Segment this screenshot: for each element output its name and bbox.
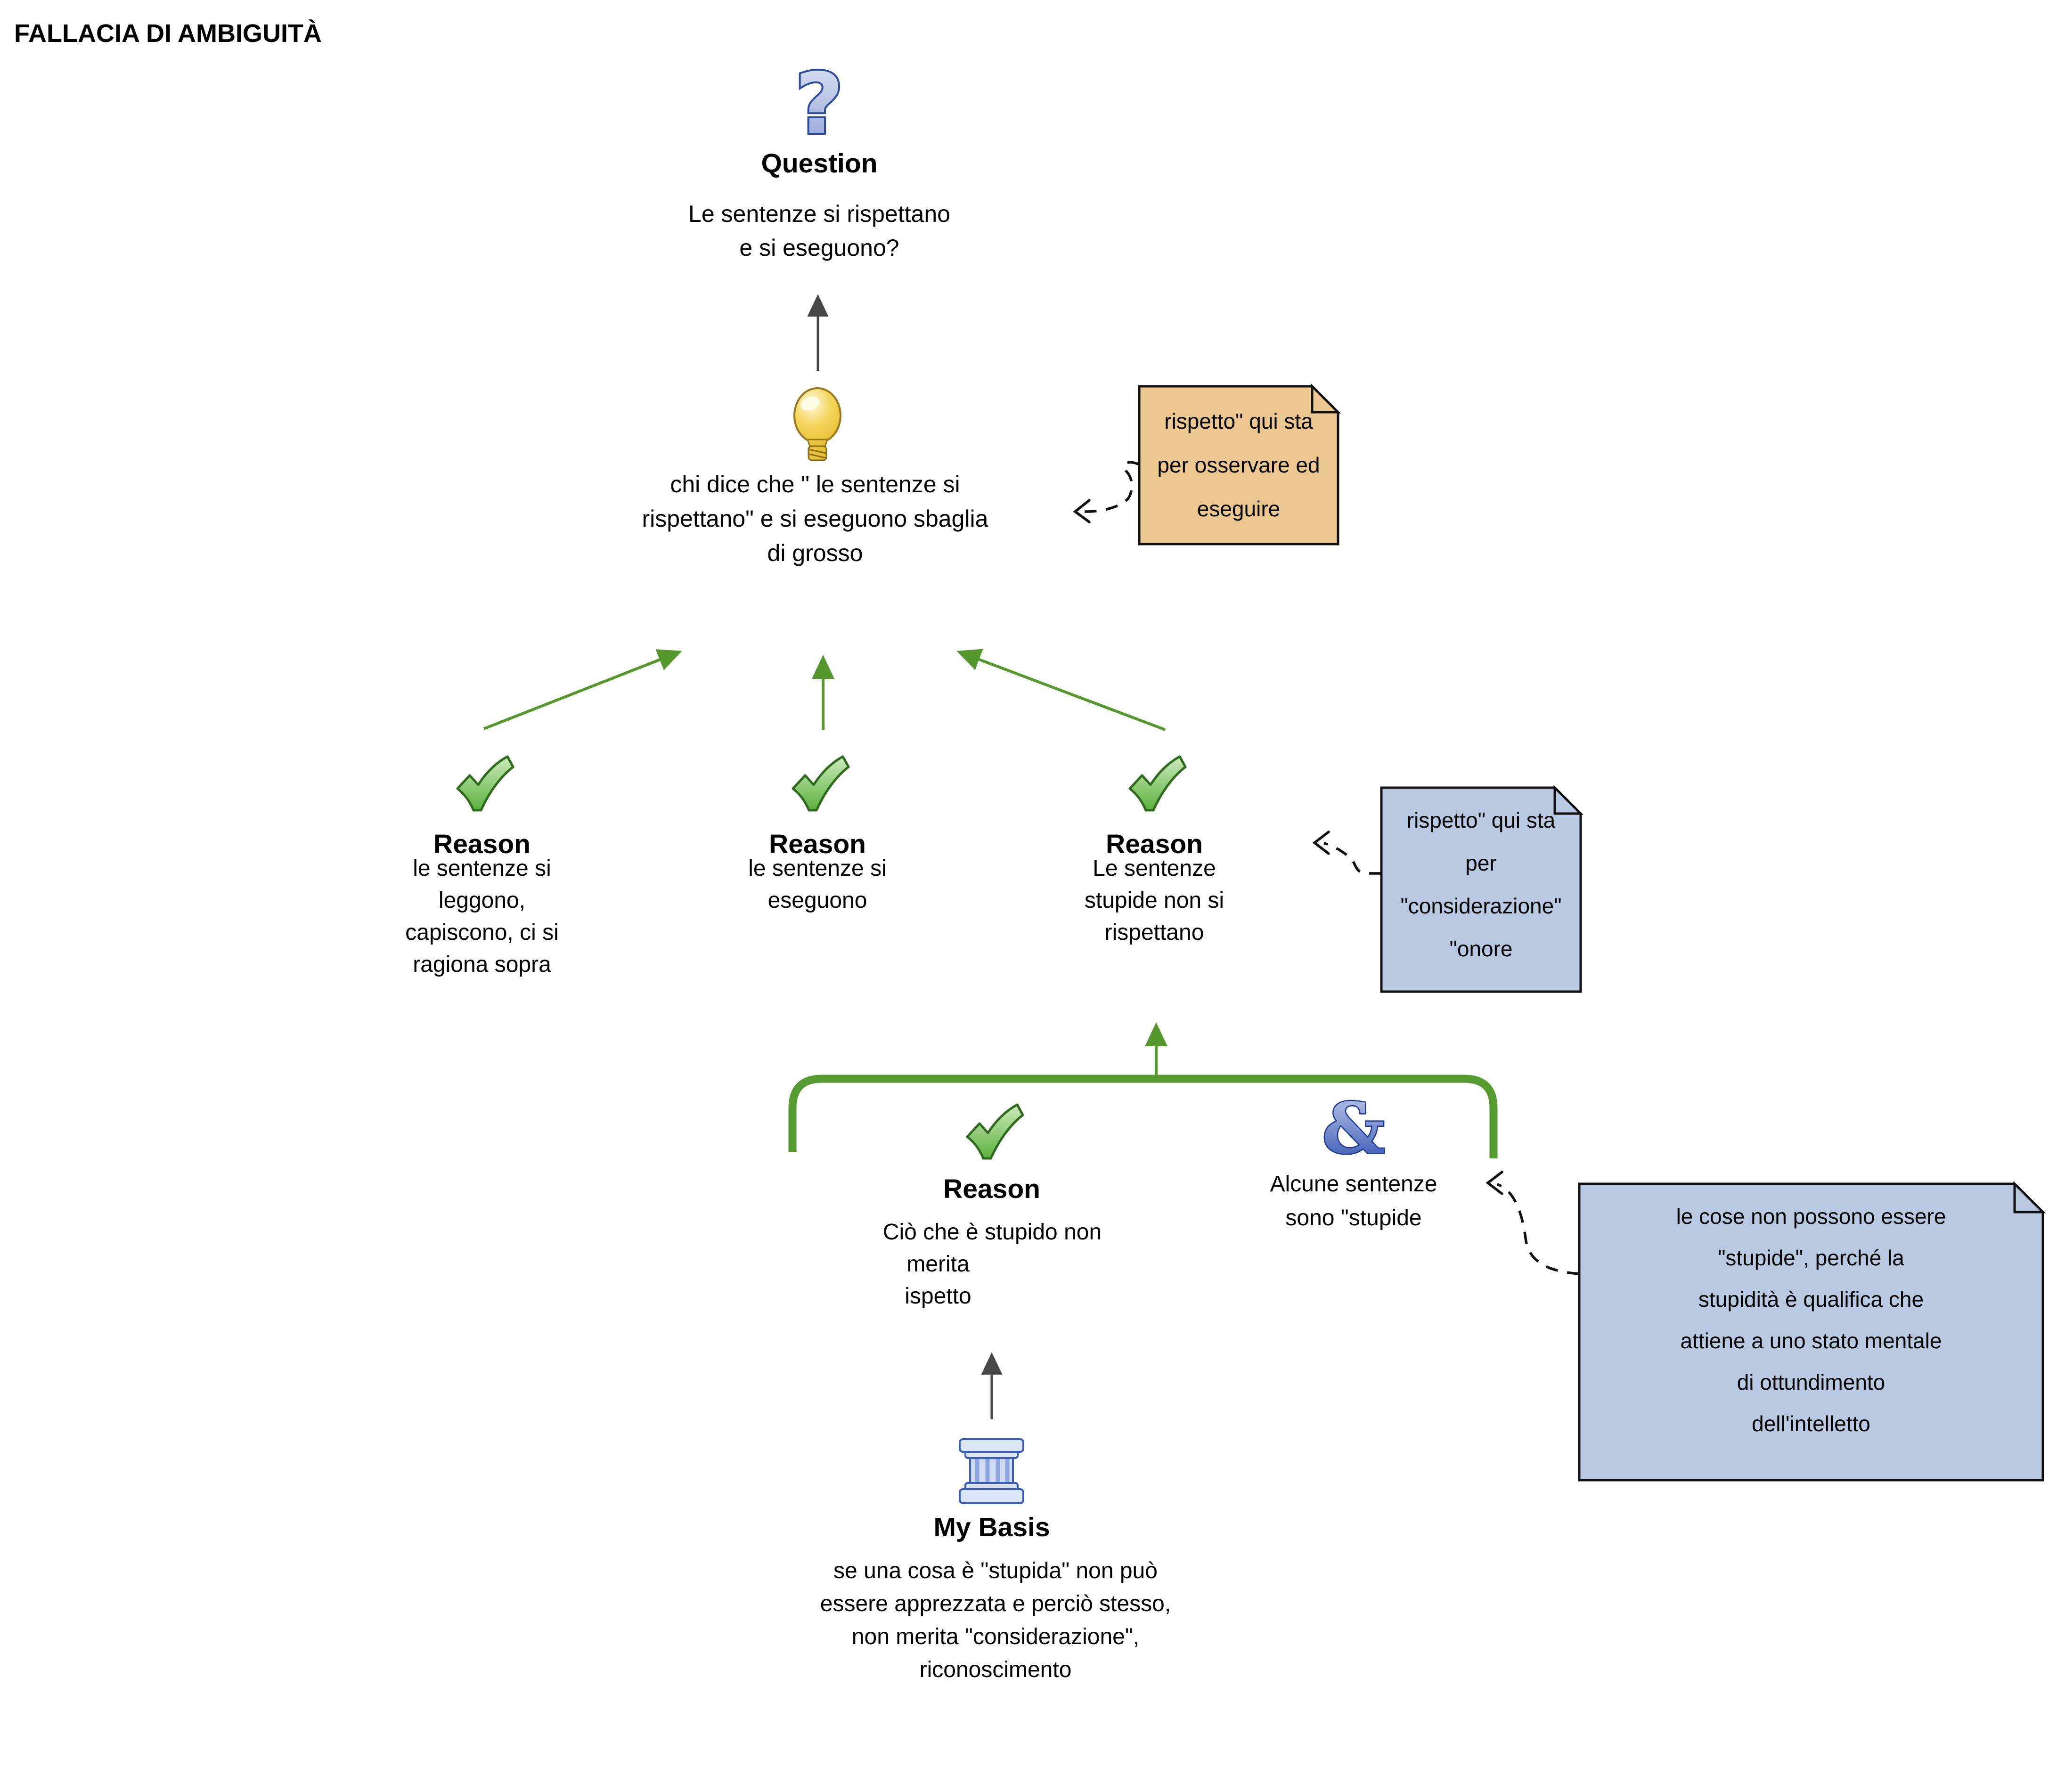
- green-check-icon[interactable]: [967, 1105, 1023, 1158]
- note-blue-stupidita-text: le cose non possono essere "stupide", pe…: [1676, 1204, 1946, 1436]
- question-text[interactable]: Le sentenze si rispettano e si eseguono?: [688, 201, 950, 261]
- lightbulb-icon[interactable]: [793, 387, 841, 461]
- note-fold-corner: [1553, 784, 1584, 815]
- and-node-text[interactable]: Alcune sentenze sono "stupide: [1270, 1172, 1437, 1230]
- lower-reason-text-rest[interactable]: merita ispetto: [905, 1252, 971, 1309]
- note-orange[interactable]: [1138, 383, 1341, 546]
- basis-label: My Basis: [933, 1512, 1050, 1542]
- dashed-link-note1: [1073, 461, 1140, 523]
- note-fold-corner: [1311, 383, 1341, 414]
- reason2-label: Reason: [769, 829, 866, 859]
- reason3-label: Reason: [1106, 829, 1203, 859]
- reason1-text[interactable]: le sentenze si leggono, capiscono, ci si…: [405, 856, 559, 977]
- question-mark-icon[interactable]: ?: [793, 53, 845, 155]
- note-fold-corner: [2013, 1181, 2046, 1214]
- bulb-highlight: [800, 397, 820, 411]
- hypothesis-text[interactable]: chi dice che " le sentenze si rispettano…: [642, 471, 988, 566]
- reason3-text[interactable]: Le sentenze stupide non si rispettano: [1084, 856, 1224, 945]
- arrowhead-left: [1312, 831, 1330, 855]
- arrowhead-left: [1486, 1171, 1503, 1195]
- ampersand-icon[interactable]: &: [1321, 1086, 1387, 1171]
- column-icon[interactable]: [959, 1438, 1024, 1504]
- lower-reason-label: Reason: [943, 1174, 1040, 1204]
- note-orange-text: rispetto" qui sta per osservare ed esegu…: [1157, 409, 1320, 521]
- reason1-label: Reason: [433, 829, 531, 859]
- basis-text[interactable]: se una cosa è "stupida" non può essere a…: [820, 1558, 1171, 1682]
- arrow-reason1-to-hypothesis: [483, 649, 682, 730]
- group-bracket: [788, 1075, 1498, 1158]
- lower-reason-text-line1[interactable]: Ciò che è stupido non: [882, 1220, 1102, 1245]
- dashed-link-note3: [1486, 1171, 1580, 1275]
- green-check-icon[interactable]: [1130, 757, 1185, 810]
- question-label: Question: [761, 148, 878, 179]
- note-blue-stupidita[interactable]: [1578, 1181, 2046, 1482]
- green-check-icon[interactable]: [793, 757, 849, 810]
- arrowhead-left: [1073, 499, 1091, 523]
- dashed-link-note2: [1312, 831, 1381, 875]
- note-blue-considerazione-text: rispetto" qui sta per "considerazione" "…: [1400, 808, 1562, 961]
- page-title: FALLACIA DI AMBIGUITÀ: [14, 19, 322, 48]
- note-blue-considerazione[interactable]: [1380, 784, 1584, 993]
- reason2-text[interactable]: le sentenze si eseguono: [748, 856, 887, 913]
- arrow-reason3-to-hypothesis: [956, 649, 1166, 731]
- green-check-icon[interactable]: [457, 757, 513, 810]
